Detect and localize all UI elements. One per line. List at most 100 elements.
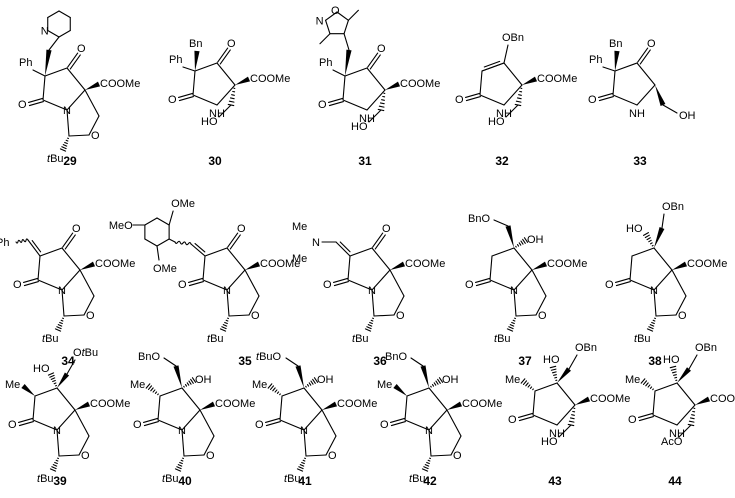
hydroxy-hash — [431, 386, 432, 387]
tbu-hash — [62, 147, 66, 149]
ketone-oxygen: O — [227, 38, 236, 50]
oxymethyl-bond — [494, 220, 508, 226]
ester-wedge — [575, 397, 590, 405]
tbu-label: tBu — [162, 473, 179, 485]
lactam-oxygen: O — [13, 279, 22, 291]
ketone-oxygen: O — [647, 38, 656, 50]
ring-bond — [632, 248, 654, 256]
methyl-hash — [275, 390, 277, 392]
hydroxy-hash — [649, 240, 651, 241]
oxymethyl-wedge — [420, 365, 429, 388]
ester-wedge — [390, 262, 405, 270]
lactam-oxygen: O — [588, 94, 597, 106]
oxymethyl-bond — [569, 355, 577, 369]
ring-bond — [514, 248, 532, 270]
ring-bond — [280, 396, 282, 420]
tbu-hash — [509, 327, 513, 329]
compound-number-38: 38 — [648, 354, 662, 368]
ring-bond — [405, 396, 407, 420]
ring-bond — [367, 68, 385, 90]
hydroxy-hash — [551, 369, 556, 370]
lactam-oxygen: O — [508, 414, 517, 426]
lactam-oxygen: O — [178, 279, 187, 291]
tbu-hash — [178, 465, 181, 466]
oxymethyl-bond — [689, 355, 697, 369]
hydroxy-label: OH — [442, 374, 459, 386]
tbu-hash — [425, 465, 428, 466]
benzyl-label: Bn — [609, 38, 622, 50]
hydroxy-label: HO — [543, 354, 560, 366]
compound-44: ONHMeHOOBnCOOMeAcO44 — [625, 342, 735, 488]
hydroxy-hash — [673, 372, 677, 373]
benzyloxy-label: OBn — [662, 201, 684, 213]
isoxazole-bond — [326, 20, 330, 33]
methyl-hash — [280, 394, 281, 395]
ring-bond — [615, 63, 637, 71]
tbu-hash — [428, 460, 430, 461]
ester-wedge — [80, 262, 95, 270]
ketone-oxygen: O — [377, 43, 386, 55]
methyl-hash — [644, 381, 647, 385]
methyl-hash — [153, 390, 155, 392]
ring-bond — [69, 135, 89, 136]
oxymethyl-wedge — [677, 367, 691, 383]
ring-bond — [217, 63, 235, 85]
tbu-hash — [57, 327, 61, 329]
tbu-hash — [175, 469, 180, 471]
methyl-hash — [653, 389, 654, 390]
ring-oxygen: O — [396, 310, 405, 322]
hydroxy-label: OH — [317, 374, 334, 386]
ester-label: COOMe — [547, 258, 587, 270]
ring-bond — [655, 383, 677, 391]
methyl-hash — [271, 386, 274, 390]
ring-bond — [533, 415, 557, 425]
methyl-hash — [158, 394, 159, 395]
hydroxy-hash — [674, 375, 677, 376]
ring-nitrogen: N — [178, 425, 186, 437]
exocyclic-alkene-inner — [340, 242, 350, 252]
ring-bond — [200, 410, 214, 436]
methyl-hash — [149, 386, 152, 390]
ring-bond — [557, 383, 575, 405]
ring-bond — [245, 270, 259, 296]
tbu-hash — [650, 325, 653, 326]
ring-bond — [33, 396, 35, 420]
tbu-hash — [652, 322, 655, 323]
hydroxymethyl-hash — [231, 98, 235, 99]
ring-bond — [67, 68, 85, 90]
wavy-bond — [175, 241, 191, 244]
methylene-bond — [49, 37, 59, 50]
hydroxy-hash — [651, 243, 653, 244]
ring-oxygen: O — [538, 310, 547, 322]
ring-oxygen: O — [251, 310, 260, 322]
hydroxymethyl-wedge — [655, 85, 665, 106]
tbu-hash — [297, 469, 302, 471]
tbu-hash — [424, 467, 428, 469]
methoxy-bottom: OMe — [153, 263, 177, 275]
ring-bond — [184, 455, 204, 456]
hydroxy-hash — [311, 381, 313, 384]
terminal-oxy-label: HO — [541, 436, 558, 448]
ring-bond — [38, 256, 40, 280]
ring-bond — [182, 388, 200, 410]
ester-label: COOMe — [537, 73, 577, 85]
hydroxy-label: HO — [351, 121, 368, 133]
oxymethyl-wedge — [295, 365, 304, 388]
ring-bond — [480, 71, 482, 95]
ring-bond — [407, 388, 429, 396]
tbu-hash — [66, 140, 68, 141]
methyl-hash — [524, 381, 527, 385]
methyl-label: Me — [505, 374, 520, 386]
ring-bond — [193, 95, 217, 105]
ring-bond — [229, 315, 249, 316]
ring-bond — [282, 388, 304, 396]
ester-label: COOMe — [400, 78, 440, 90]
ring-bond — [372, 248, 390, 270]
tbu-label: tBu — [494, 333, 511, 345]
tbu-hash — [365, 329, 370, 331]
tbu-hash — [510, 325, 513, 326]
hydroxy-hash — [307, 385, 308, 387]
ring-bond — [637, 63, 655, 85]
